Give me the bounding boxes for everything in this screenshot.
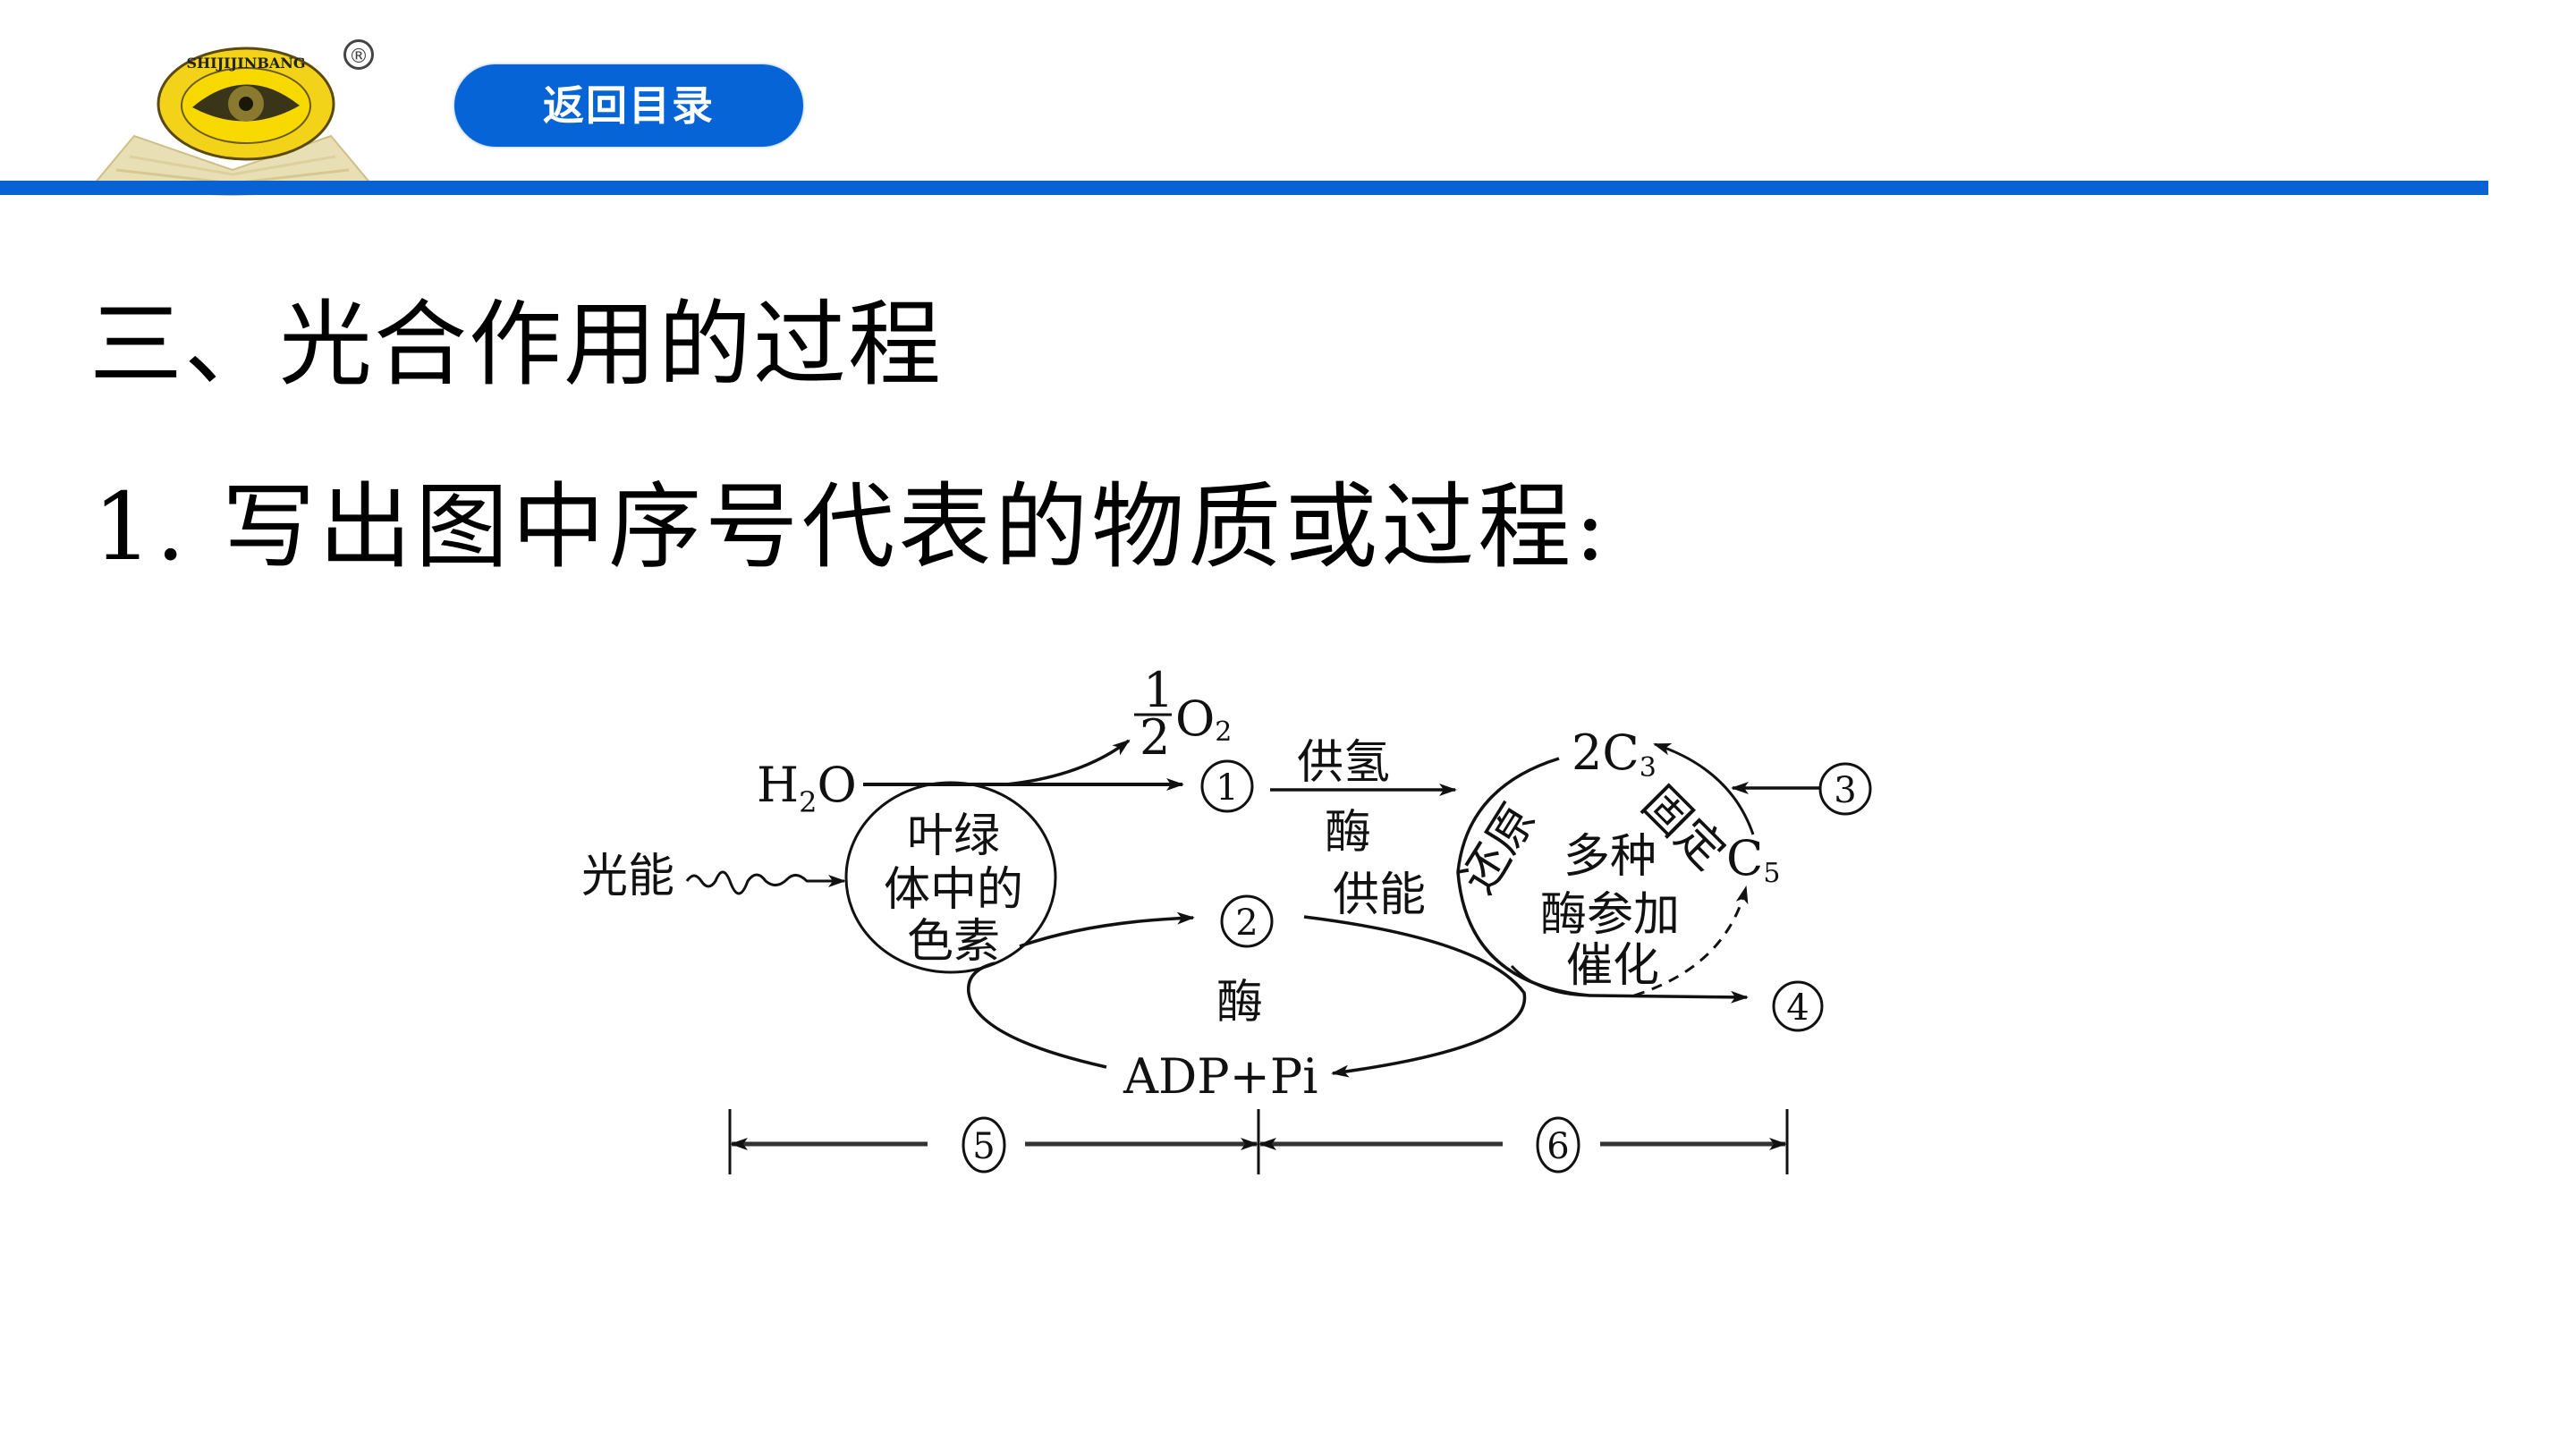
cycle-label-line-1: 多种	[1563, 830, 1657, 884]
marker-1-circle	[1200, 759, 1254, 813]
atp-into-cycle-curve	[1510, 964, 1590, 997]
oxygen-label: O2	[1175, 691, 1232, 748]
marker-1: 1	[1216, 767, 1238, 809]
pigment-label-line-2: 体中的	[884, 863, 1023, 917]
supply-hydrogen-label: 供氢	[1297, 736, 1390, 790]
marker-6: 6	[1546, 1126, 1569, 1167]
adp-loop-left	[967, 962, 1107, 1069]
supply-energy-label: 供能	[1333, 869, 1426, 922]
oxygen-release-arrow	[1005, 739, 1131, 786]
marker-5: 5	[972, 1126, 995, 1167]
enzyme-upper-label: 酶	[1325, 806, 1371, 860]
marker-2-circle	[1220, 894, 1274, 948]
pigment-circle	[844, 781, 1057, 974]
marker-2: 2	[1235, 902, 1258, 944]
cycle-label-line-3: 催化	[1566, 939, 1659, 993]
fixation-arrow	[1653, 742, 1755, 835]
reduction-label: 还原	[1452, 795, 1546, 902]
marker-4: 4	[1786, 987, 1809, 1029]
pigment-label-line-1: 叶绿	[907, 809, 1000, 863]
regeneration-dashed-arrow	[1633, 886, 1749, 997]
water-label: H2O	[757, 757, 857, 819]
adp-loop-right-arrow	[1303, 915, 1527, 1078]
marker-6-circle	[1536, 1116, 1580, 1174]
marker-3-circle	[1818, 762, 1872, 816]
question-text: 1. 写出图中序号代表的物质或过程:	[93, 472, 1610, 581]
c5-label: C5	[1726, 830, 1780, 889]
light-energy-label: 光能	[581, 850, 674, 903]
back-to-contents-button[interactable]: 返回目录	[454, 64, 803, 147]
logo-ring-text: SHIJIJINBANG	[186, 55, 305, 72]
light-wavy-arrow-icon	[685, 870, 846, 895]
c3-label: 2C3	[1572, 724, 1657, 784]
book-eye-logo-icon: SHIJIJINBANG	[87, 47, 378, 197]
marker-5-circle	[962, 1116, 1006, 1174]
enzyme-lower-label: 酶	[1216, 976, 1263, 1030]
marker-3: 3	[1834, 770, 1856, 811]
pigment-label-line-3: 色素	[907, 915, 1000, 969]
adp-pi-label: ADP+Pi	[1123, 1048, 1318, 1105]
marker-4-circle	[1772, 980, 1824, 1032]
header-divider-band	[0, 181, 2488, 195]
cycle-label-line-2: 酶参加	[1540, 888, 1680, 942]
section-title: 三、光合作用的过程	[89, 290, 944, 399]
oxygen-fraction-denominator: 2	[1140, 709, 1170, 766]
pigment-to-2-arrow	[1019, 911, 1195, 948]
registered-mark: ®	[343, 39, 374, 70]
brand-logo: SHIJIJINBANG	[80, 36, 385, 197]
oxygen-fraction-numerator: 1	[1143, 662, 1174, 718]
